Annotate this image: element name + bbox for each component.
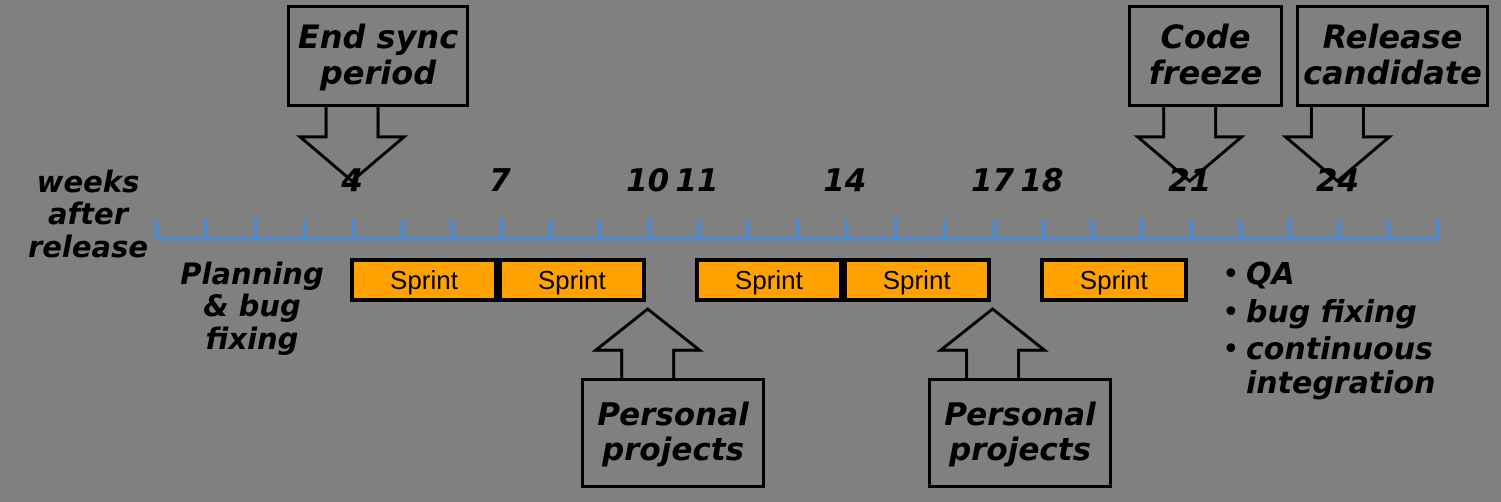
axis-tick [1436, 219, 1440, 241]
axis-caption: weeks after release [27, 165, 149, 264]
axis-tick [450, 219, 455, 241]
bullet-icon: • [1222, 332, 1240, 368]
week-label-17: 17 [970, 163, 1015, 199]
week-label-10: 10 [626, 163, 670, 199]
axis-tick [204, 219, 209, 241]
callout-box: Release candidate [1296, 5, 1489, 107]
sprint-box: Sprint [350, 258, 498, 302]
activity-item: •QA [1222, 258, 1497, 292]
callout-arrow-icon [295, 107, 409, 183]
axis-tick [696, 219, 701, 241]
activity-label: continuous integration [1246, 332, 1436, 401]
axis-tick [992, 219, 997, 241]
axis-tick [401, 219, 406, 241]
activity-label: bug fixing [1246, 294, 1417, 330]
callout-box: Personal projects [581, 378, 765, 488]
axis-tick [549, 219, 554, 241]
activity-item: •continuous integration [1222, 333, 1497, 400]
activity-label: QA [1246, 257, 1295, 292]
axis-tick [894, 219, 899, 241]
callout-box: Personal projects [928, 378, 1112, 488]
week-label-7: 7 [489, 163, 511, 199]
axis-tick [1337, 219, 1342, 241]
week-label-11: 11 [675, 163, 719, 199]
axis-tick [1041, 219, 1046, 241]
week-label-18: 18 [1020, 163, 1064, 199]
callout-arrow-icon [1281, 107, 1394, 183]
axis-tick [647, 219, 652, 241]
axis-tick [844, 219, 849, 241]
activities-list: •QA•bug fixing•continuous integration [1222, 258, 1497, 404]
activity-item: •bug fixing [1222, 294, 1497, 330]
timeline-axis [155, 211, 1440, 241]
axis-tick [746, 219, 751, 241]
callout-arrow-icon [591, 307, 704, 378]
axis-tick [1189, 219, 1194, 241]
axis-tick [1288, 219, 1293, 241]
axis-tick [1140, 219, 1145, 241]
week-label-14: 14 [823, 163, 867, 199]
bullet-icon: • [1222, 257, 1240, 292]
axis-tick [352, 219, 357, 241]
axis-tick [598, 219, 603, 241]
axis-tick [253, 219, 258, 241]
axis-tick [943, 219, 948, 241]
sprint-box: Sprint [694, 258, 843, 302]
callout-arrow-icon [936, 307, 1049, 378]
bullet-icon: • [1222, 294, 1240, 330]
axis-tick [1091, 219, 1096, 241]
axis-tick [1238, 219, 1243, 241]
callout-box: Code freeze [1128, 5, 1283, 107]
sprint-box: Sprint [842, 258, 991, 302]
sprint-box: Sprint [497, 258, 646, 302]
callout-arrow-icon [1133, 107, 1246, 183]
planning-phase-label: Planning & bug fixing [180, 257, 324, 356]
axis-tick [499, 219, 504, 241]
axis-tick [155, 219, 159, 241]
axis-tick [795, 219, 800, 241]
axis-tick [1386, 219, 1391, 241]
sprint-box: Sprint [1039, 258, 1188, 302]
axis-tick [302, 219, 307, 241]
callout-box: End sync period [287, 5, 469, 107]
